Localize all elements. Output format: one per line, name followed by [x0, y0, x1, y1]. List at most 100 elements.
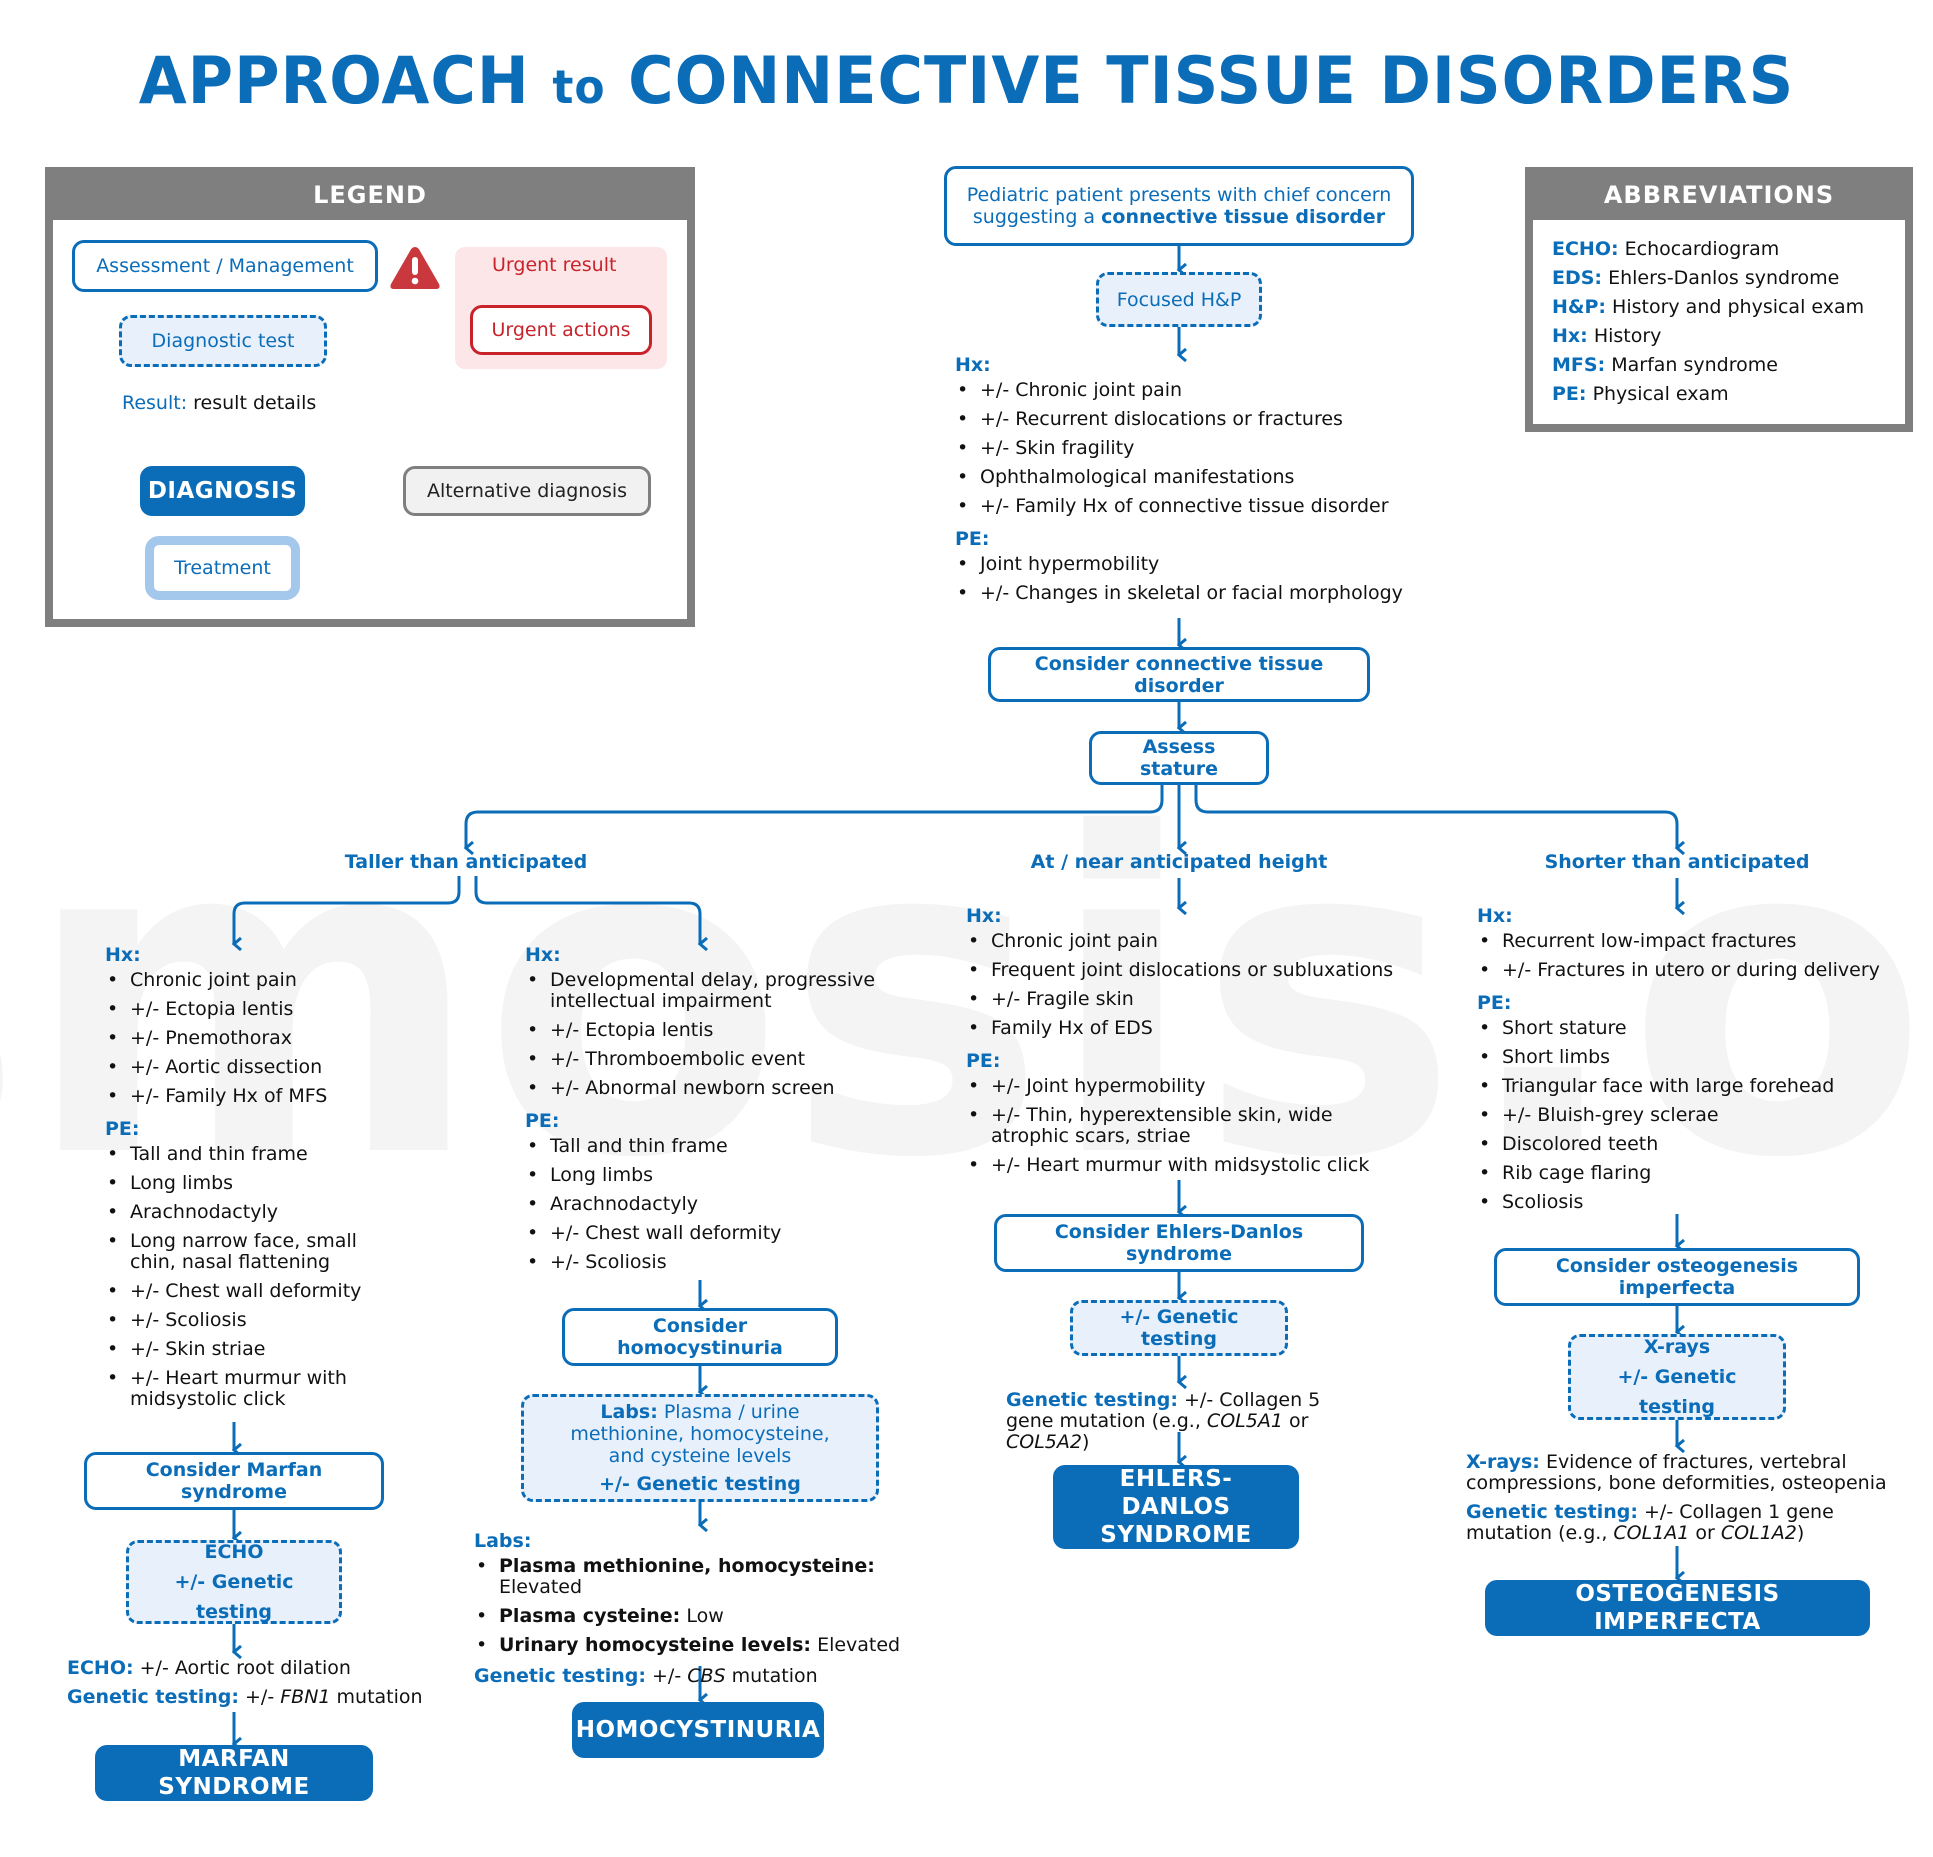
list-item: Chronic joint pain [105, 970, 375, 992]
marfan-test-genetic: +/- Genetic testing [174, 1571, 294, 1623]
marfan-pe-list: Tall and thin frame Long limbs Arachnoda… [105, 1144, 375, 1410]
list-item: +/- Recurrent dislocations or fractures [955, 409, 1415, 431]
list-item: Ophthalmological manifestations [955, 467, 1415, 489]
oi-hx-label: Hx: [1477, 905, 1513, 927]
oi-genetic-result: Genetic testing: +/- Collagen 1 gene mut… [1466, 1501, 1834, 1544]
start-line-2: suggesting a connective tissue disorder [972, 206, 1386, 228]
marfan-echo-result: ECHO: +/- Aortic root dilation [67, 1657, 351, 1679]
list-item: +/- Joint hypermobility [966, 1076, 1406, 1098]
oi-xray-result: X-rays: Evidence of fractures, vertebral… [1466, 1451, 1887, 1494]
legend-heading: LEGEND [52, 174, 688, 220]
homocystinuria-test-labs: Labs: Plasma / urine methionine, homocys… [570, 1401, 830, 1467]
legend-assessment-box: Assessment / Management [72, 240, 378, 292]
homocystinuria-genetic-result: Genetic testing: +/- CBS mutation [474, 1665, 818, 1687]
warning-icon [390, 247, 440, 289]
eds-diagnosis-line-2: SYNDROME [1100, 1522, 1252, 1548]
homocystinuria-labs-label: Labs: [474, 1530, 532, 1552]
oi-diagnosis-box: OSTEOGENESIS IMPERFECTA [1485, 1580, 1870, 1636]
list-item: Triangular face with large forehead [1477, 1076, 1927, 1098]
start-box: Pediatric patient presents with chief co… [944, 166, 1414, 246]
legend-result-value: result details [193, 392, 317, 414]
homocystinuria-pe-label: PE: [525, 1110, 560, 1132]
abbreviation-item: H&P: History and physical exam [1552, 296, 1865, 318]
oi-results: X-rays: Evidence of fractures, vertebral… [1466, 1452, 1896, 1544]
list-item: +/- Bluish-grey sclerae [1477, 1105, 1927, 1127]
list-item: Chronic joint pain [966, 931, 1406, 953]
list-item: Long narrow face, small chin, nasal flat… [105, 1231, 375, 1273]
eds-hp-section: Hx: Chronic joint pain Frequent joint di… [966, 902, 1406, 1184]
consider-marfan-box: Consider Marfan syndrome [84, 1452, 384, 1510]
initial-pe-label: PE: [955, 528, 990, 550]
abbreviation-item: MFS: Marfan syndrome [1552, 354, 1778, 376]
list-item: +/- Abnormal newborn screen [525, 1078, 885, 1100]
branch-shorter: Shorter than anticipated [1544, 851, 1810, 873]
eds-diagnosis-line-1: EHLERS-DANLOS [1119, 1466, 1233, 1520]
legend-result-line: Result: result details [122, 391, 316, 415]
eds-diagnosis-box: EHLERS-DANLOS SYNDROME [1053, 1465, 1299, 1549]
list-item: +/- Family Hx of MFS [105, 1086, 375, 1108]
legend-result-label: Result: [122, 392, 188, 414]
list-item: Plasma methionine, homocysteine: Elevate… [474, 1556, 944, 1598]
homocystinuria-hx-label: Hx: [525, 944, 561, 966]
list-item: Scoliosis [1477, 1192, 1927, 1214]
marfan-pe-label: PE: [105, 1118, 140, 1140]
focused-hp-box: Focused H&P [1096, 272, 1262, 327]
oi-hp-section: Hx: Recurrent low-impact fractures +/- F… [1477, 902, 1927, 1221]
eds-test-box: +/- Genetic testing [1070, 1300, 1288, 1356]
marfan-diagnosis-box: MARFAN SYNDROME [95, 1745, 373, 1801]
list-item: Discolored teeth [1477, 1134, 1927, 1156]
list-item: +/- Skin fragility [955, 438, 1415, 460]
initial-hp-section: Hx: +/- Chronic joint pain +/- Recurrent… [955, 351, 1415, 612]
list-item: +/- Skin striae [105, 1339, 375, 1361]
list-item: +/- Fractures in utero or during deliver… [1477, 960, 1927, 982]
list-item: +/- Family Hx of connective tissue disor… [955, 496, 1415, 518]
legend-treatment-box: Treatment [145, 536, 300, 600]
list-item: Plasma cysteine: Low [474, 1606, 944, 1628]
list-item: +/- Ectopia lentis [525, 1020, 885, 1042]
list-item: Long limbs [525, 1165, 885, 1187]
list-item: Joint hypermobility [955, 554, 1415, 576]
branch-near: At / near anticipated height [1030, 851, 1328, 873]
branch-taller: Taller than anticipated [344, 851, 588, 873]
list-item: Recurrent low-impact fractures [1477, 931, 1927, 953]
consider-homocystinuria-box: Consider homocystinuria [562, 1308, 838, 1366]
oi-pe-label: PE: [1477, 992, 1512, 1014]
oi-test-box: X-rays +/- Genetic testing [1568, 1334, 1786, 1420]
list-item: Family Hx of EDS [966, 1018, 1406, 1040]
initial-hx-list: +/- Chronic joint pain +/- Recurrent dis… [955, 380, 1415, 518]
marfan-hx-list: Chronic joint pain +/- Ectopia lentis +/… [105, 970, 375, 1108]
marfan-genetic-result: Genetic testing: +/- FBN1 mutation [67, 1686, 423, 1708]
list-item: +/- Pnemothorax [105, 1028, 375, 1050]
list-item: Short limbs [1477, 1047, 1927, 1069]
homocystinuria-hp-section: Hx: Developmental delay, progressive int… [525, 941, 885, 1281]
list-item: Long limbs [105, 1173, 375, 1195]
list-item: +/- Heart murmur with midsystolic click [105, 1368, 375, 1410]
consider-oi-box: Consider osteogenesis imperfecta [1494, 1248, 1860, 1306]
oi-pe-list: Short stature Short limbs Triangular fac… [1477, 1018, 1927, 1214]
arrow-taller-to-marfan [234, 876, 461, 944]
list-item: +/- Scoliosis [525, 1252, 885, 1274]
eds-hx-label: Hx: [966, 905, 1002, 927]
marfan-test-box: ECHO +/- Genetic testing [126, 1540, 342, 1624]
list-item: +/- Scoliosis [105, 1310, 375, 1332]
list-item: Short stature [1477, 1018, 1927, 1040]
list-item: +/- Chronic joint pain [955, 380, 1415, 402]
oi-hx-list: Recurrent low-impact fractures +/- Fract… [1477, 931, 1927, 982]
start-line-1: Pediatric patient presents with chief co… [966, 184, 1392, 206]
list-item: +/- Thin, hyperextensible skin, wide atr… [966, 1105, 1336, 1147]
legend-diagnostic-test-box: Diagnostic test [119, 315, 327, 367]
abbreviations-panel: ABBREVIATIONS [1525, 167, 1913, 432]
list-item: Arachnodactyly [525, 1194, 885, 1216]
list-item: +/- Fragile skin [966, 989, 1406, 1011]
homocystinuria-pe-list: Tall and thin frame Long limbs Arachnoda… [525, 1136, 885, 1274]
list-item: Tall and thin frame [105, 1144, 375, 1166]
eds-pe-label: PE: [966, 1050, 1001, 1072]
homocystinuria-diagnosis-box: HOMOCYSTINURIA [572, 1702, 824, 1758]
list-item: Frequent joint dislocations or subluxati… [966, 960, 1406, 982]
marfan-results: ECHO: +/- Aortic root dilation Genetic t… [67, 1654, 423, 1712]
consider-ctd-box: Consider connective tissue disorder [988, 647, 1370, 702]
page-title: APPROACH to CONNECTIVE TISSUE DISORDERS [0, 42, 1933, 119]
assess-stature-box: Assess stature [1089, 731, 1269, 785]
eds-genetic-result: Genetic testing: +/- Collagen 5 gene mut… [1006, 1389, 1321, 1453]
abbreviation-item: ECHO: Echocardiogram [1552, 238, 1780, 260]
